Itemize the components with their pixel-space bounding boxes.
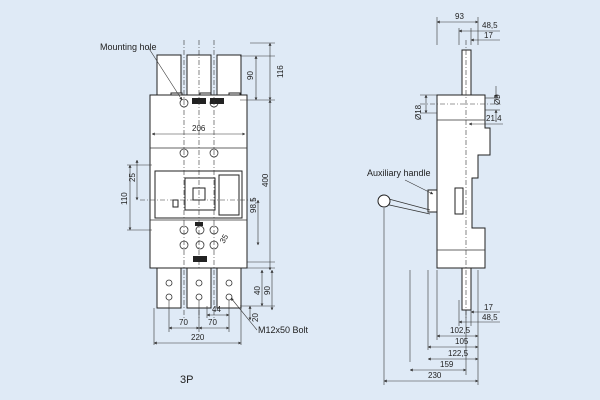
dim-90-top: 90: [246, 71, 255, 80]
dim-70-left: 70: [179, 318, 188, 327]
dim-116: 116: [276, 65, 285, 78]
dim-122-5: 122,5: [448, 349, 469, 358]
dim-20: 20: [251, 313, 260, 322]
dim-70-right: 70: [208, 318, 217, 327]
dim-25: 25: [128, 173, 137, 182]
dim-40: 40: [253, 286, 262, 295]
handle-window: [154, 170, 243, 219]
dim-159: 159: [440, 360, 454, 369]
dim-206: 206: [192, 124, 206, 133]
dim-21-4: 21,4: [486, 114, 502, 123]
dim-17-bottom: 17: [484, 303, 493, 312]
dim-dia-9: Ø9: [493, 94, 502, 105]
dim-90-bottom: 90: [263, 286, 272, 295]
dim-110: 110: [120, 192, 129, 205]
side-view: Auxiliary handle 93 48,5 17 Ø9 Ø18 21,4: [367, 12, 503, 385]
auxiliary-handle: [377, 194, 431, 215]
mounting-hole-label: Mounting hole: [100, 42, 157, 52]
bolt-label: M12x50 Bolt: [258, 325, 309, 335]
view-caption: 3P: [180, 374, 193, 386]
dim-105: 105: [455, 337, 469, 346]
bottom-terminals: [156, 256, 242, 309]
dim-dia-18: Ø18: [414, 104, 423, 120]
side-profile: [436, 94, 491, 269]
auxiliary-handle-label: Auxiliary handle: [367, 168, 431, 178]
front-view: Mounting hole 206 90 116 400 98,5 25 110…: [100, 40, 309, 386]
dim-44: 44: [212, 305, 221, 314]
dim-48-5-bottom: 48,5: [482, 313, 498, 322]
dim-230: 230: [428, 371, 442, 380]
dim-400: 400: [261, 173, 270, 187]
dim-220: 220: [191, 333, 205, 342]
dim-48-5-top: 48,5: [482, 21, 498, 30]
dim-93: 93: [455, 12, 464, 21]
dim-102-5: 102,5: [450, 326, 471, 335]
dim-98-5: 98,5: [249, 197, 258, 213]
dim-17-top: 17: [484, 31, 493, 40]
